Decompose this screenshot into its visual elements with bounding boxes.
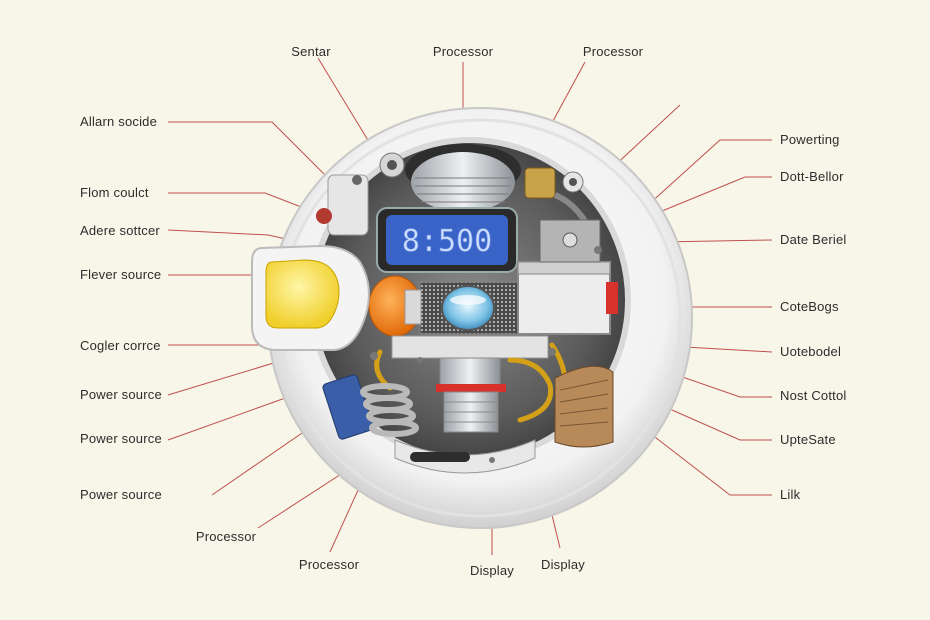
label-left-1: Allarn socide — [80, 114, 158, 129]
label-bottom-processor-2: Processor — [298, 557, 360, 572]
top-left-bracket — [316, 152, 405, 236]
bolts — [370, 246, 602, 363]
label-left-6: Power source — [80, 387, 162, 402]
right-module — [517, 219, 618, 335]
label-bottom-display-2: Display — [540, 557, 586, 572]
label-left-8: Power source — [80, 487, 162, 502]
label-left-2: Flom coulct — [80, 185, 149, 200]
orange-lamp — [368, 275, 422, 337]
label-left-5: Cogler corrce — [80, 338, 161, 353]
display-readout: 8:500 — [402, 224, 492, 259]
label-right-1: Powerting — [780, 132, 840, 147]
label-left-3: Adere sottcer — [80, 223, 160, 238]
label-left-7: Power source — [80, 431, 162, 446]
label-right-8: Lilk — [780, 487, 801, 502]
coil-stack — [554, 365, 614, 448]
digital-display: 8:500 — [376, 207, 518, 273]
label-right-7: UpteSate — [780, 432, 836, 447]
label-right-4: CoteBogs — [780, 299, 839, 314]
center-column — [391, 335, 549, 433]
label-top-processor-1: Processor — [432, 44, 494, 59]
label-right-2: Dott-Bellor — [780, 169, 844, 184]
label-right-6: Nost Cottol — [780, 388, 847, 403]
label-top-processor-2: Processor — [582, 44, 644, 59]
sensor-lens — [419, 281, 521, 335]
top-turbine — [405, 144, 521, 212]
label-right-5: Uotebodel — [780, 344, 842, 359]
label-top-sensor: Sentar — [291, 44, 331, 59]
label-right-3: Date Beriel — [780, 232, 847, 247]
bottom-vent — [394, 439, 536, 474]
yellow-side-lens — [251, 244, 370, 351]
spring-assembly — [322, 374, 419, 440]
label-left-4: Flever source — [80, 267, 162, 282]
label-bottom-display-1: Display — [469, 563, 515, 578]
label-bottom-processor-1: Processor — [195, 529, 257, 544]
